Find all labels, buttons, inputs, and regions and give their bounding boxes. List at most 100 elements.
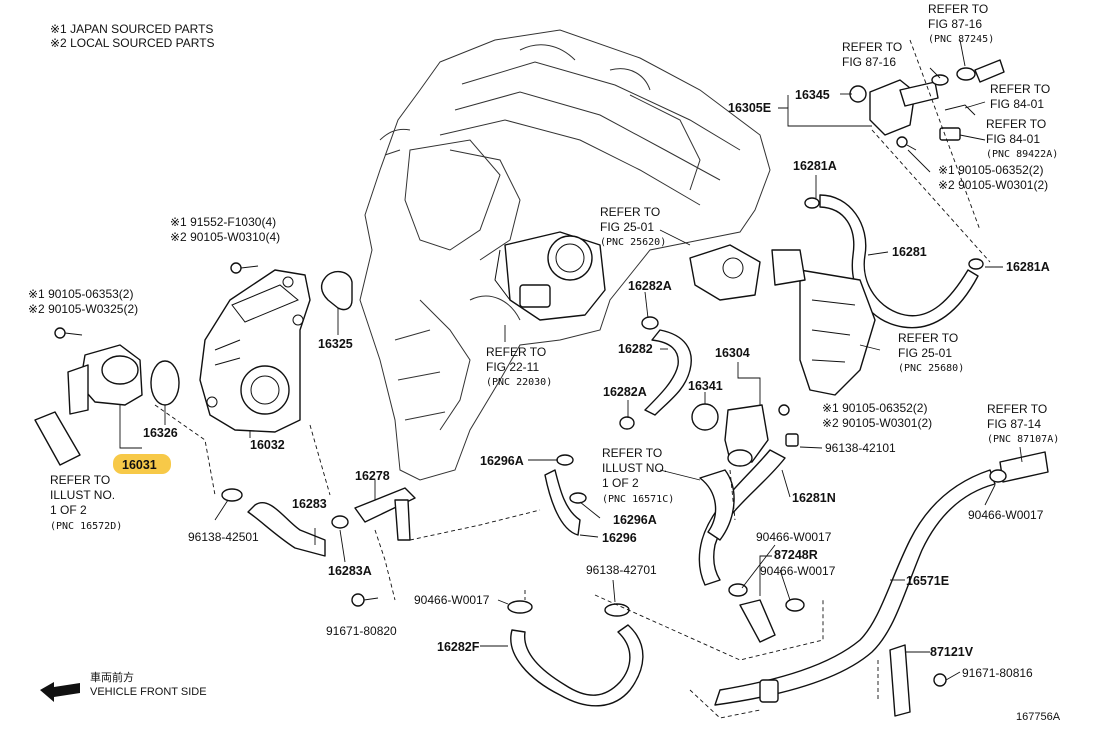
label-16305E[interactable]: 16305E <box>728 101 771 115</box>
label-16282A-bottom[interactable]: 16282A <box>603 385 647 399</box>
label-16281A-right[interactable]: 16281A <box>1006 260 1050 274</box>
hw-90105-w0310: ※2 90105-W0310(4) <box>170 230 280 244</box>
pipe-16278 <box>354 487 416 523</box>
ref4-line3: 1 OF 2 <box>602 476 639 490</box>
hose-16282 <box>644 329 692 416</box>
hw-91671-80816: 91671-80816 <box>962 666 1033 680</box>
highlight-16031 <box>113 454 171 474</box>
hose-stub-left <box>34 411 81 466</box>
gasket-16341 <box>691 403 719 431</box>
label-87248R[interactable]: 87248R <box>774 548 818 562</box>
ref9-line3: (PNC 89422A) <box>986 149 1058 160</box>
ref1-line4: (PNC 16572D) <box>50 521 122 532</box>
ref2-line2: FIG 22-11 <box>486 360 539 374</box>
ref7-line3: (PNC 87245) <box>928 34 994 45</box>
hw-96138-42701: 96138-42701 <box>586 563 657 577</box>
ref3-line3: (PNC 25620) <box>600 237 666 248</box>
label-16281N[interactable]: 16281N <box>792 491 836 505</box>
label-16304[interactable]: 16304 <box>715 346 750 360</box>
ref10-line3: (PNC 87107A) <box>987 434 1059 445</box>
label-16031[interactable]: 16031 <box>122 458 157 472</box>
front-label-jp: 車両前方 <box>90 670 134 684</box>
hose-16571E <box>714 469 996 706</box>
label-16283A[interactable]: 16283A <box>328 564 372 578</box>
label-16282F[interactable]: 16282F <box>437 640 480 654</box>
label-16326[interactable]: 16326 <box>143 426 178 440</box>
water-inlet-16305E <box>849 59 1005 151</box>
ref8-line2: FIG 84-01 <box>990 97 1044 111</box>
ref2-line1: REFER TO <box>486 345 546 359</box>
ref10-line2: FIG 87-14 <box>987 417 1041 431</box>
label-16345[interactable]: 16345 <box>795 88 830 102</box>
label-16296A-top[interactable]: 16296A <box>480 454 524 468</box>
front-label-en: VEHICLE FRONT SIDE <box>90 686 207 698</box>
ref1-line3: 1 OF 2 <box>50 503 87 517</box>
hw-91552-jp: ※1 91552-F1030(4) <box>170 215 276 229</box>
label-16032[interactable]: 16032 <box>250 438 285 452</box>
note-japan-sourced: ※1 JAPAN SOURCED PARTS <box>50 22 213 36</box>
label-16296A-bottom[interactable]: 16296A <box>613 513 657 527</box>
ref4-line4: (PNC 16571C) <box>602 494 674 505</box>
dashed-lines <box>154 39 991 719</box>
note-local-sourced: ※2 LOCAL SOURCED PARTS <box>50 36 215 50</box>
water-outlet-housing-16032 <box>199 269 311 433</box>
throttle-body <box>494 231 606 321</box>
figure-id: 167756A <box>1016 711 1061 723</box>
gasket-16326 <box>150 360 180 406</box>
egr-cooler <box>689 244 876 396</box>
label-16341[interactable]: 16341 <box>688 379 723 393</box>
hose-16571E-end <box>999 451 1049 483</box>
hw-90105-w0325: ※2 90105-W0325(2) <box>28 302 138 316</box>
ref4-line1: REFER TO <box>602 446 662 460</box>
water-outlet-16304 <box>724 404 769 467</box>
ref9-line2: FIG 84-01 <box>986 132 1040 146</box>
label-16571E[interactable]: 16571E <box>906 574 949 588</box>
ref6-line2: FIG 87-16 <box>842 55 896 69</box>
gasket-16325 <box>320 271 353 311</box>
hw-90466-w0017-d: 90466-W0017 <box>968 508 1044 522</box>
ref8-line1: REFER TO <box>990 82 1050 96</box>
label-16283[interactable]: 16283 <box>292 497 327 511</box>
hose-16296 <box>544 469 581 536</box>
label-16281[interactable]: 16281 <box>892 245 927 259</box>
front-arrow-icon <box>40 682 80 702</box>
pipe-16278-tee <box>394 499 411 541</box>
label-16282[interactable]: 16282 <box>618 342 653 356</box>
hw-96138-42501: 96138-42501 <box>188 530 259 544</box>
ref1-line1: REFER TO <box>50 473 110 487</box>
ref7-line1: REFER TO <box>928 2 988 16</box>
hw-96138-42101: 96138-42101 <box>825 441 896 455</box>
hw-90105-w0301-a: ※2 90105-W0301(2) <box>822 416 932 430</box>
hw-90105-06353: ※1 90105-06353(2) <box>28 287 133 301</box>
ref3-line2: FIG 25-01 <box>600 220 654 234</box>
thermostat-housing-16031 <box>67 344 143 415</box>
label-16296[interactable]: 16296 <box>602 531 637 545</box>
ref9-line1: REFER TO <box>986 117 1046 131</box>
ref6-line1: REFER TO <box>842 40 902 54</box>
ref5-line3: (PNC 25680) <box>898 363 964 374</box>
hw-90105-06352-a: ※1 90105-06352(2) <box>822 401 927 415</box>
hw-90466-w0017-c: 90466-W0017 <box>760 564 836 578</box>
leader-lines <box>119 39 1023 681</box>
label-87121V[interactable]: 87121V <box>930 645 974 659</box>
hose-center-right <box>699 469 735 541</box>
hw-90105-w0301-b: ※2 90105-W0301(2) <box>938 178 1048 192</box>
ref5-line1: REFER TO <box>898 331 958 345</box>
hw-90105-06352-b: ※1 90105-06352(2) <box>938 163 1043 177</box>
hose-16283 <box>247 502 326 557</box>
label-16325[interactable]: 16325 <box>318 337 353 351</box>
hw-90466-w0017-a: 90466-W0017 <box>414 593 490 607</box>
ref4-line2: ILLUST NO. <box>602 461 667 475</box>
label-16278[interactable]: 16278 <box>355 469 390 483</box>
ref1-line2: ILLUST NO. <box>50 488 115 502</box>
hw-90466-w0017-b: 90466-W0017 <box>756 530 832 544</box>
ref7-line2: FIG 87-16 <box>928 17 982 31</box>
ref5-line2: FIG 25-01 <box>898 346 952 360</box>
engine-block-outline <box>359 29 771 481</box>
label-16281A-top[interactable]: 16281A <box>793 159 837 173</box>
ref10-line1: REFER TO <box>987 402 1047 416</box>
ref2-line3: (PNC 22030) <box>486 377 552 388</box>
label-16282A-top[interactable]: 16282A <box>628 279 672 293</box>
hw-91671-80820: 91671-80820 <box>326 624 397 638</box>
